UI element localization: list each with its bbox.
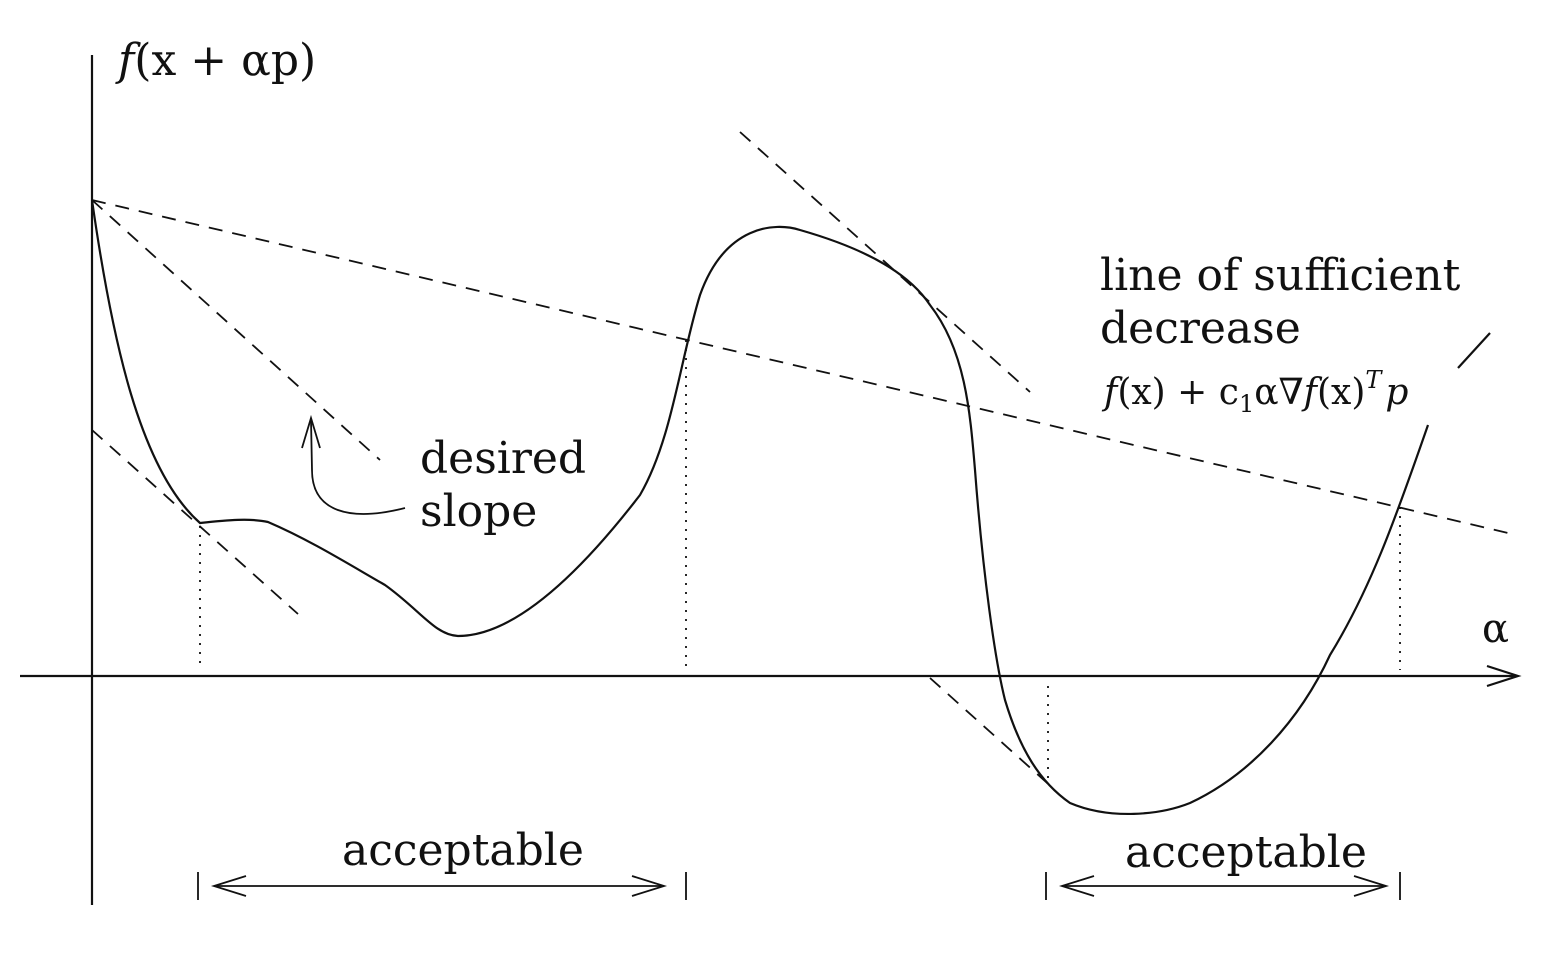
sufficient-decrease-label-1: line of sufficient [1100, 250, 1461, 301]
y-axis-label: f(x + αp) [115, 35, 316, 86]
x-axis-arrowhead [1486, 664, 1522, 688]
acceptable-left-arrowhead-right [631, 875, 668, 897]
acceptable-right-arrowhead-left [1058, 875, 1095, 897]
tangent-peak [739, 131, 1031, 393]
function-curve [90, 199, 1430, 815]
desired-slope-arrow [310, 419, 406, 515]
desired-slope-label-1: desired [420, 433, 586, 484]
sufficient-decrease-line [91, 199, 1509, 534]
desired-slope-line [91, 199, 381, 461]
desired-slope-label-2: slope [420, 486, 537, 537]
acceptable-right-arrowhead-right [1353, 875, 1390, 897]
acceptable-left-arrowhead-left [210, 875, 247, 897]
tangent-right [929, 677, 1056, 791]
acceptable-right-label: acceptable [1125, 827, 1367, 878]
function-curve-end [1457, 332, 1491, 369]
sufficient-decrease-label-2: decrease [1100, 303, 1301, 354]
x-axis-label: α [1482, 606, 1509, 652]
acceptable-left-label: acceptable [342, 825, 584, 876]
desired-slope-arrowhead [301, 414, 321, 449]
